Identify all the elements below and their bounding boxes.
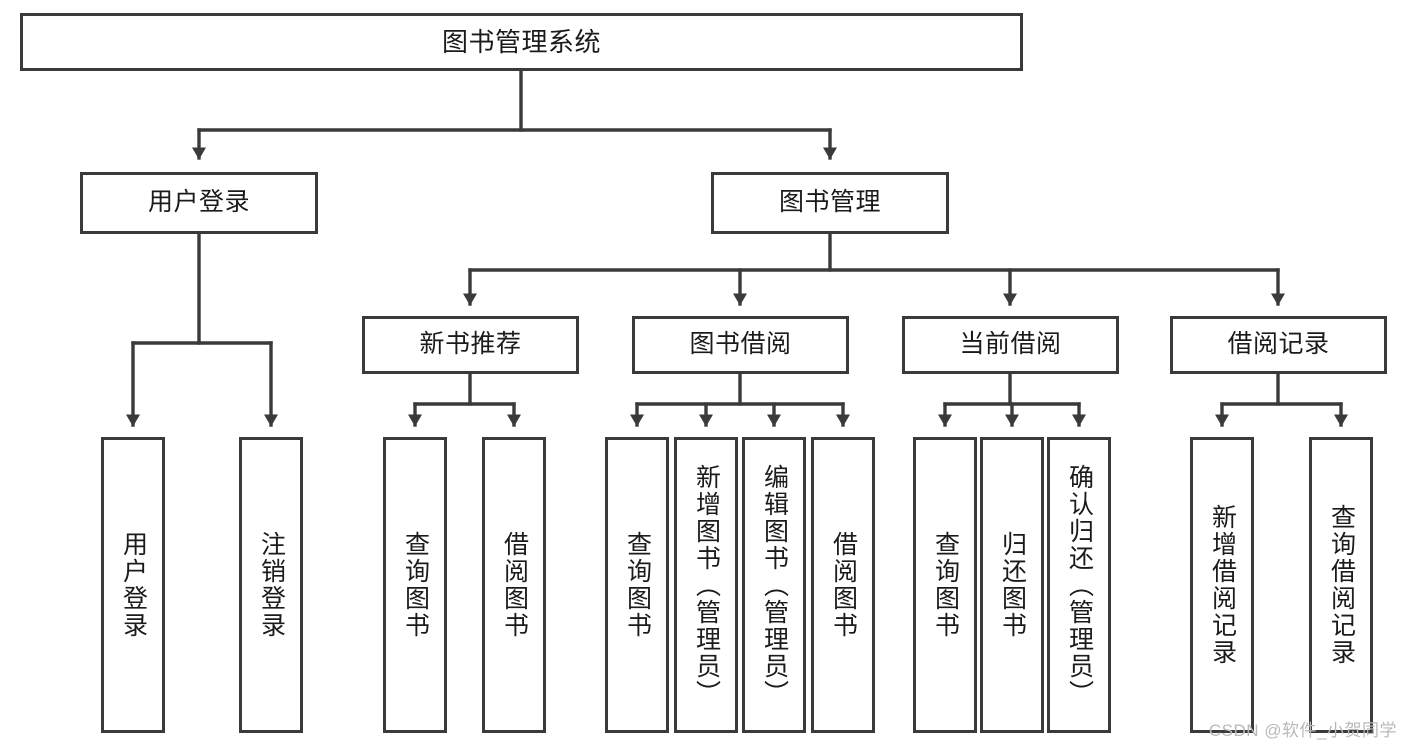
node-book-borrow[interactable]: 图书借阅 bbox=[632, 316, 849, 374]
leaf-edit-book-admin[interactable]: 编辑图书（管理员） bbox=[742, 437, 806, 733]
csdn-watermark: CSDN @软件_小贺同学 bbox=[1208, 721, 1397, 740]
node-label: 注销登录 bbox=[257, 531, 286, 639]
leaf-add-book-admin[interactable]: 新增图书（管理员） bbox=[674, 437, 738, 733]
leaf-borrow-book-recommendation[interactable]: 借阅图书 bbox=[482, 437, 546, 733]
node-label: 新增图书（管理员） bbox=[692, 463, 721, 707]
node-label: 用户登录 bbox=[147, 188, 250, 217]
node-label: 查询图书 bbox=[931, 531, 960, 639]
node-borrow-record[interactable]: 借阅记录 bbox=[1170, 316, 1387, 374]
node-label: 查询图书 bbox=[401, 531, 430, 639]
leaf-user-login[interactable]: 用户登录 bbox=[101, 437, 165, 733]
node-label: 图书管理系统 bbox=[441, 26, 601, 57]
leaf-query-book-borrow[interactable]: 查询图书 bbox=[605, 437, 669, 733]
leaf-add-borrow-record[interactable]: 新增借阅记录 bbox=[1190, 437, 1254, 733]
node-current-borrow[interactable]: 当前借阅 bbox=[902, 316, 1119, 374]
node-label: 当前借阅 bbox=[959, 330, 1062, 359]
node-label: 新书推荐 bbox=[419, 330, 522, 359]
node-label: 查询图书 bbox=[623, 531, 652, 639]
node-label: 查询借阅记录 bbox=[1327, 504, 1356, 666]
node-label: 用户登录 bbox=[119, 531, 148, 639]
node-label: 归还图书 bbox=[998, 531, 1027, 639]
leaf-return-book[interactable]: 归还图书 bbox=[980, 437, 1044, 733]
leaf-query-book-recommendation[interactable]: 查询图书 bbox=[383, 437, 447, 733]
node-label: 借阅图书 bbox=[829, 531, 858, 639]
leaf-borrow-book-borrow[interactable]: 借阅图书 bbox=[811, 437, 875, 733]
node-label: 借阅图书 bbox=[500, 531, 529, 639]
node-user-login[interactable]: 用户登录 bbox=[80, 172, 318, 234]
node-label: 图书借阅 bbox=[689, 330, 792, 359]
leaf-query-borrow-record[interactable]: 查询借阅记录 bbox=[1309, 437, 1373, 733]
node-label: 确认归还（管理员） bbox=[1065, 463, 1094, 707]
leaf-query-book-current[interactable]: 查询图书 bbox=[913, 437, 977, 733]
leaf-logout[interactable]: 注销登录 bbox=[239, 437, 303, 733]
node-label: 借阅记录 bbox=[1227, 330, 1330, 359]
node-book-management[interactable]: 图书管理 bbox=[711, 172, 949, 234]
leaf-confirm-return-admin[interactable]: 确认归还（管理员） bbox=[1047, 437, 1111, 733]
node-label: 编辑图书（管理员） bbox=[760, 463, 789, 707]
node-label: 图书管理 bbox=[778, 188, 881, 217]
node-root-system[interactable]: 图书管理系统 bbox=[20, 13, 1023, 71]
node-label: 新增借阅记录 bbox=[1208, 504, 1237, 666]
node-new-book-recommendation[interactable]: 新书推荐 bbox=[362, 316, 579, 374]
